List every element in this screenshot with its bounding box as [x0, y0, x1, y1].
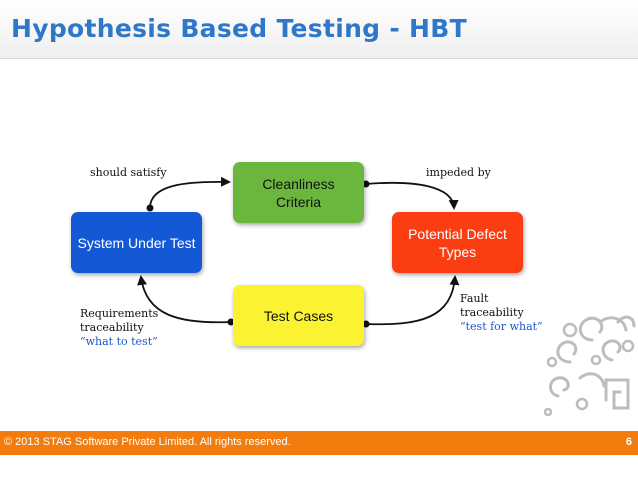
fault-quote: “test for what”	[460, 320, 543, 333]
arrow-cleanliness-to-defects	[365, 181, 459, 210]
arrow-sut-to-cleanliness	[149, 176, 231, 209]
fault-traceability-label: Fault traceability “test for what”	[460, 292, 543, 334]
test-cases-box: Test Cases	[233, 285, 364, 346]
potential-defect-types-box: Potential Defect Types	[392, 212, 523, 273]
req-quote: “what to test”	[80, 335, 158, 348]
arrow-origin-dot	[146, 204, 154, 212]
system-under-test-box: System Under Test	[71, 212, 202, 273]
fault-line-1: Fault	[460, 292, 489, 305]
arrow-origin-dot	[362, 180, 370, 188]
arrow-origin-dot	[362, 320, 370, 328]
arrow-testcases-to-sut	[137, 275, 232, 324]
should-satisfy-label: should satisfy	[90, 166, 167, 179]
arrow-origin-dot	[227, 318, 235, 326]
page-number: 6	[625, 436, 632, 448]
decorative-swirl-icon	[543, 315, 636, 417]
cleanliness-criteria-box: Cleanliness Criteria	[233, 162, 364, 223]
copyright-text: © 2013 STAG Software Private Limited. Al…	[4, 436, 291, 448]
slide-title: Hypothesis Based Testing - HBT	[11, 14, 467, 43]
impeded-by-label: impeded by	[426, 166, 491, 179]
footer-bar: © 2013 STAG Software Private Limited. Al…	[0, 431, 638, 455]
req-line-1: Requirements	[80, 307, 159, 320]
header-bar: Hypothesis Based Testing - HBT	[0, 0, 638, 59]
requirements-traceability-label: Requirements traceability “what to test”	[80, 307, 158, 349]
req-line-2: traceability	[80, 321, 144, 334]
fault-line-2: traceability	[460, 306, 524, 319]
arrow-testcases-to-defects	[365, 275, 460, 326]
